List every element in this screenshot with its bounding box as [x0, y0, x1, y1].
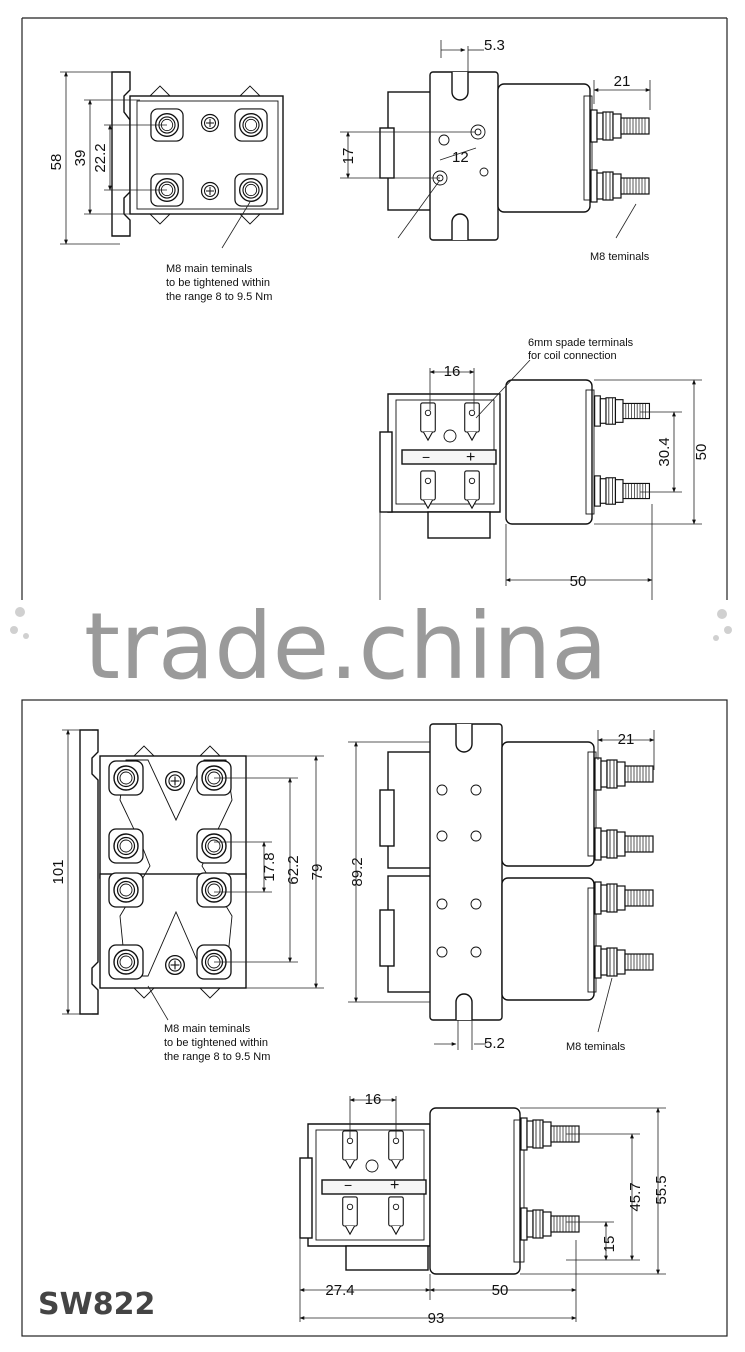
- front-view-double: [379, 723, 654, 1021]
- note-main-terminals-b3: the range 8 to 9.5 Nm: [164, 1051, 270, 1063]
- dim-39: 39: [72, 150, 89, 167]
- dims-58-39-22: 58 39 22.2: [48, 71, 167, 245]
- dim-50-vertical: 50: [693, 444, 710, 461]
- watermark: trade.china: [84, 593, 608, 700]
- dim-12: 12: [452, 149, 469, 166]
- side-view-double: − +: [299, 1107, 580, 1275]
- dim-45-7: 45.7: [627, 1182, 644, 1211]
- dim-21-top: 21: [614, 73, 631, 90]
- note-main-terminals-2: to be tightened within: [166, 277, 270, 289]
- dim-89-2: 89.2: [349, 857, 366, 886]
- dim-17-8: 17.8: [261, 852, 278, 881]
- dim-50-horizontal: 50: [570, 573, 587, 590]
- watermark-dots: [10, 607, 732, 641]
- note-spade-2: for coil connection: [528, 350, 617, 362]
- dim-58: 58: [48, 154, 65, 171]
- coil-minus-top: −: [422, 449, 430, 465]
- dim-5-2: 5.2: [484, 1035, 505, 1052]
- note-main-terminals-3: the range 8 to 9.5 Nm: [166, 291, 272, 303]
- side-view-small: − +: [379, 379, 651, 539]
- dims-side-small: 16 6mm spade terminals for coil connecti…: [379, 337, 710, 600]
- top-view-small: [111, 71, 284, 237]
- front-view-small: [379, 71, 650, 241]
- dim-50-bottom: 50: [492, 1282, 509, 1299]
- model-label: SW822: [38, 1287, 155, 1322]
- top-view-double: [79, 729, 247, 1015]
- dim-22-2: 22.2: [92, 143, 109, 172]
- dim-15: 15: [601, 1236, 618, 1253]
- coil-minus-bottom: −: [344, 1177, 352, 1193]
- dim-17: 17: [340, 148, 357, 165]
- dim-5-3: 5.3: [484, 37, 505, 54]
- dim-79: 79: [309, 864, 326, 881]
- dim-55-5: 55.5: [653, 1175, 670, 1204]
- dim-21-bottom: 21: [618, 731, 635, 748]
- note-main-terminals-1: M8 main teminals: [166, 263, 253, 275]
- dim-27-4: 27.4: [325, 1282, 354, 1299]
- dim-101: 101: [50, 859, 67, 884]
- note-main-terminals-b1: M8 main teminals: [164, 1023, 251, 1035]
- dims-side-double: 16 45.7 15 55.5 27.4 50 93: [299, 1091, 670, 1327]
- dims-top-view-double: 101 17.8 62.2 79: [50, 729, 326, 1015]
- note-main-terminals-b2: to be tightened within: [164, 1037, 268, 1049]
- note-m8-terminals-top: M8 teminals: [590, 251, 650, 263]
- note-spade-1: 6mm spade terminals: [528, 337, 634, 349]
- dim-93: 93: [428, 1310, 445, 1327]
- coil-plus-bottom: +: [390, 1177, 399, 1194]
- dim-30-4: 30.4: [656, 437, 673, 466]
- dims-front-double: 21 89.2 5.2: [348, 730, 655, 1052]
- dim-62-2: 62.2: [285, 855, 302, 884]
- dim-16-bottom: 16: [365, 1091, 382, 1108]
- note-m8-terminals-bottom: M8 teminals: [566, 1041, 626, 1053]
- top-panel: 58 39 22.2 M8 main teminals to be tighte…: [21, 17, 728, 600]
- coil-plus-top: +: [466, 449, 475, 466]
- dim-16-top: 16: [444, 363, 461, 380]
- dims-front-small: 5.3 21 17 12: [340, 37, 651, 239]
- bottom-panel: 101 17.8 62.2 79 M8 main teminals to be …: [21, 699, 728, 1337]
